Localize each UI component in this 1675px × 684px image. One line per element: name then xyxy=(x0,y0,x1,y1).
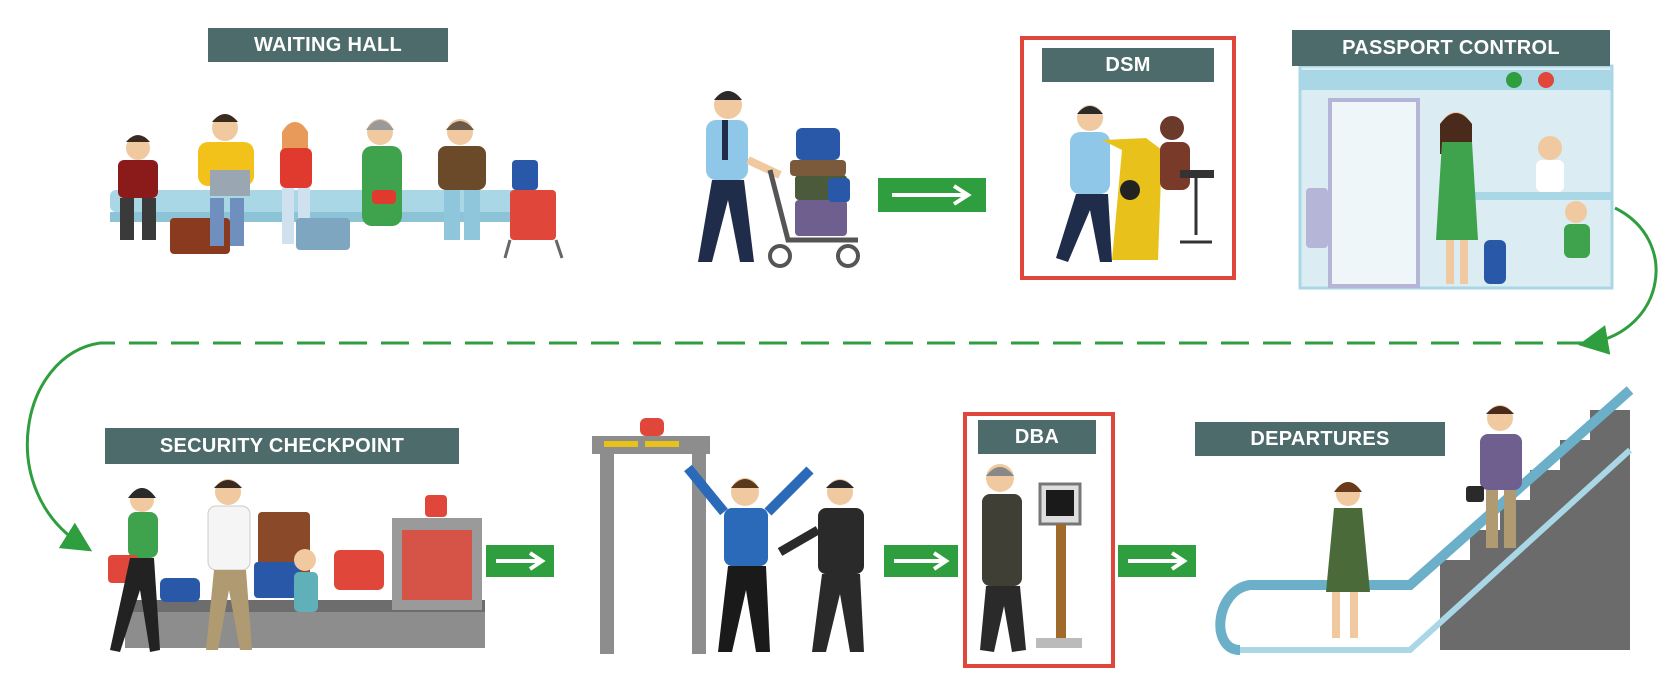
dba-illustration xyxy=(980,464,1082,652)
metal-detector-illustration xyxy=(592,418,864,654)
dsm-label: DSM xyxy=(1042,48,1214,82)
porter-illustration xyxy=(698,91,860,268)
security-checkpoint-illustration xyxy=(108,479,485,652)
dsm-highlight-box xyxy=(1020,36,1236,280)
departures-label: DEPARTURES xyxy=(1195,422,1445,456)
flow-connector xyxy=(25,206,1658,552)
dba-highlight-box xyxy=(963,412,1115,668)
waiting-hall-label: WAITING HALL xyxy=(208,28,448,62)
arrow-right-icon xyxy=(878,178,986,212)
dba-label: DBA xyxy=(978,420,1096,454)
departures-illustration xyxy=(1215,386,1634,655)
passport-control-label: PASSPORT CONTROL xyxy=(1292,30,1610,66)
arrow-right-icon xyxy=(486,545,554,577)
arrow-right-icon xyxy=(1118,545,1196,577)
security-checkpoint-label: SECURITY CHECKPOINT xyxy=(105,428,459,464)
dsm-illustration xyxy=(1056,105,1214,262)
passport-control-illustration xyxy=(1298,64,1614,290)
arrow-right-icon xyxy=(884,545,958,577)
waiting-hall-illustration xyxy=(110,114,564,259)
